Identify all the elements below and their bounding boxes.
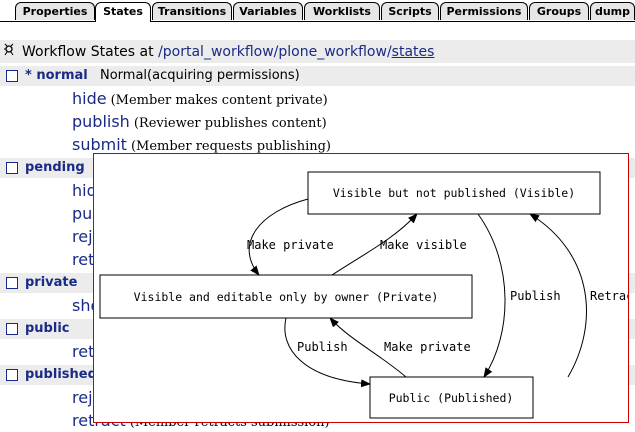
breadcrumb-plone-workflow[interactable]: plone_workflow: [278, 44, 387, 60]
edge-label-publish-private: Publish: [297, 340, 348, 354]
edge-label-make-private: Make private: [247, 238, 334, 252]
workflow-diagram-svg: Visible but not published (Visible) Visi…: [99, 171, 628, 419]
edge-make-private-published: [329, 317, 407, 378]
state-checkbox-private[interactable]: [6, 277, 18, 289]
edge-label-make-private-published: Make private: [384, 340, 471, 354]
state-name: normal: [36, 68, 88, 83]
state-checkbox-public[interactable]: [6, 323, 18, 335]
transition-row: hide(Member makes content private): [72, 89, 328, 109]
tab-groups[interactable]: Groups: [529, 2, 589, 20]
path-separator: /: [158, 44, 163, 60]
transition-link-publish[interactable]: publish: [72, 112, 130, 131]
state-checkbox-published[interactable]: [6, 369, 18, 381]
transition-description: (Reviewer publishes content): [133, 116, 327, 131]
transition-link-hide[interactable]: hide: [72, 89, 107, 108]
state-checkbox-normal[interactable]: [6, 70, 18, 82]
workflow-diagram: Visible but not published (Visible) Visi…: [93, 153, 629, 423]
transition-row: publish(Reviewer publishes content): [72, 112, 327, 132]
node-visible-label: Visible but not published (Visible): [333, 186, 575, 200]
page-header: Workflow States at /portal_workflow/plon…: [0, 40, 635, 63]
breadcrumb-states[interactable]: states: [391, 44, 435, 60]
path-separator: /: [273, 44, 279, 60]
tab-worklists[interactable]: Worklists: [304, 2, 380, 20]
node-visible: [307, 171, 601, 215]
tab-divider: [0, 21, 635, 22]
tab-properties[interactable]: Properties: [15, 2, 95, 20]
state-description: Normal(acquiring permissions): [100, 68, 300, 83]
page-title-prefix: Workflow States at: [22, 44, 154, 60]
state-link-public[interactable]: public: [25, 321, 70, 336]
node-published: [369, 376, 534, 419]
edge-label-publish: Publish: [510, 289, 561, 303]
edge-make-private: [248, 198, 309, 276]
edge-label-retract: Retract: [590, 289, 628, 303]
state-link-published[interactable]: published: [25, 367, 97, 382]
page-title: Workflow States at /portal_workflow/plon…: [22, 44, 434, 60]
transition-description: (Member makes content private): [110, 93, 328, 108]
tab-transitions[interactable]: Transitions: [152, 2, 232, 20]
state-link-normal[interactable]: * normal: [25, 68, 88, 83]
state-link-private[interactable]: private: [25, 275, 78, 290]
tab-bar: Properties States Transitions Variables …: [0, 0, 635, 22]
edge-retract: [529, 213, 587, 378]
node-published-label: Public (Published): [389, 391, 514, 405]
tab-permissions[interactable]: Permissions: [440, 2, 528, 20]
path-separator: /: [386, 44, 392, 60]
tab-dump[interactable]: dump: [590, 2, 635, 20]
initial-state-marker: *: [25, 68, 32, 83]
transition-row: submit(Member requests publishing): [72, 135, 331, 155]
transition-description: (Member requests publishing): [130, 139, 331, 154]
node-private-label: Visible and editable only by owner (Priv…: [134, 290, 439, 304]
edge-publish-private: [284, 317, 371, 388]
edge-label-make-visible: Make visible: [380, 238, 467, 252]
state-link-pending[interactable]: pending: [25, 160, 85, 175]
transition-link-submit[interactable]: submit: [72, 135, 127, 154]
tab-variables[interactable]: Variables: [233, 2, 303, 20]
edge-make-visible: [331, 213, 418, 276]
breadcrumb-portal-workflow[interactable]: portal_workflow: [162, 44, 274, 60]
tab-states[interactable]: States: [95, 2, 151, 22]
workflow-states-icon: [3, 42, 19, 62]
node-private: [99, 274, 473, 319]
edge-publish: [477, 213, 506, 378]
tab-scripts[interactable]: Scripts: [381, 2, 439, 20]
state-checkbox-pending[interactable]: [6, 162, 18, 174]
state-row-normal: * normal Normal(acquiring permissions): [0, 66, 635, 86]
